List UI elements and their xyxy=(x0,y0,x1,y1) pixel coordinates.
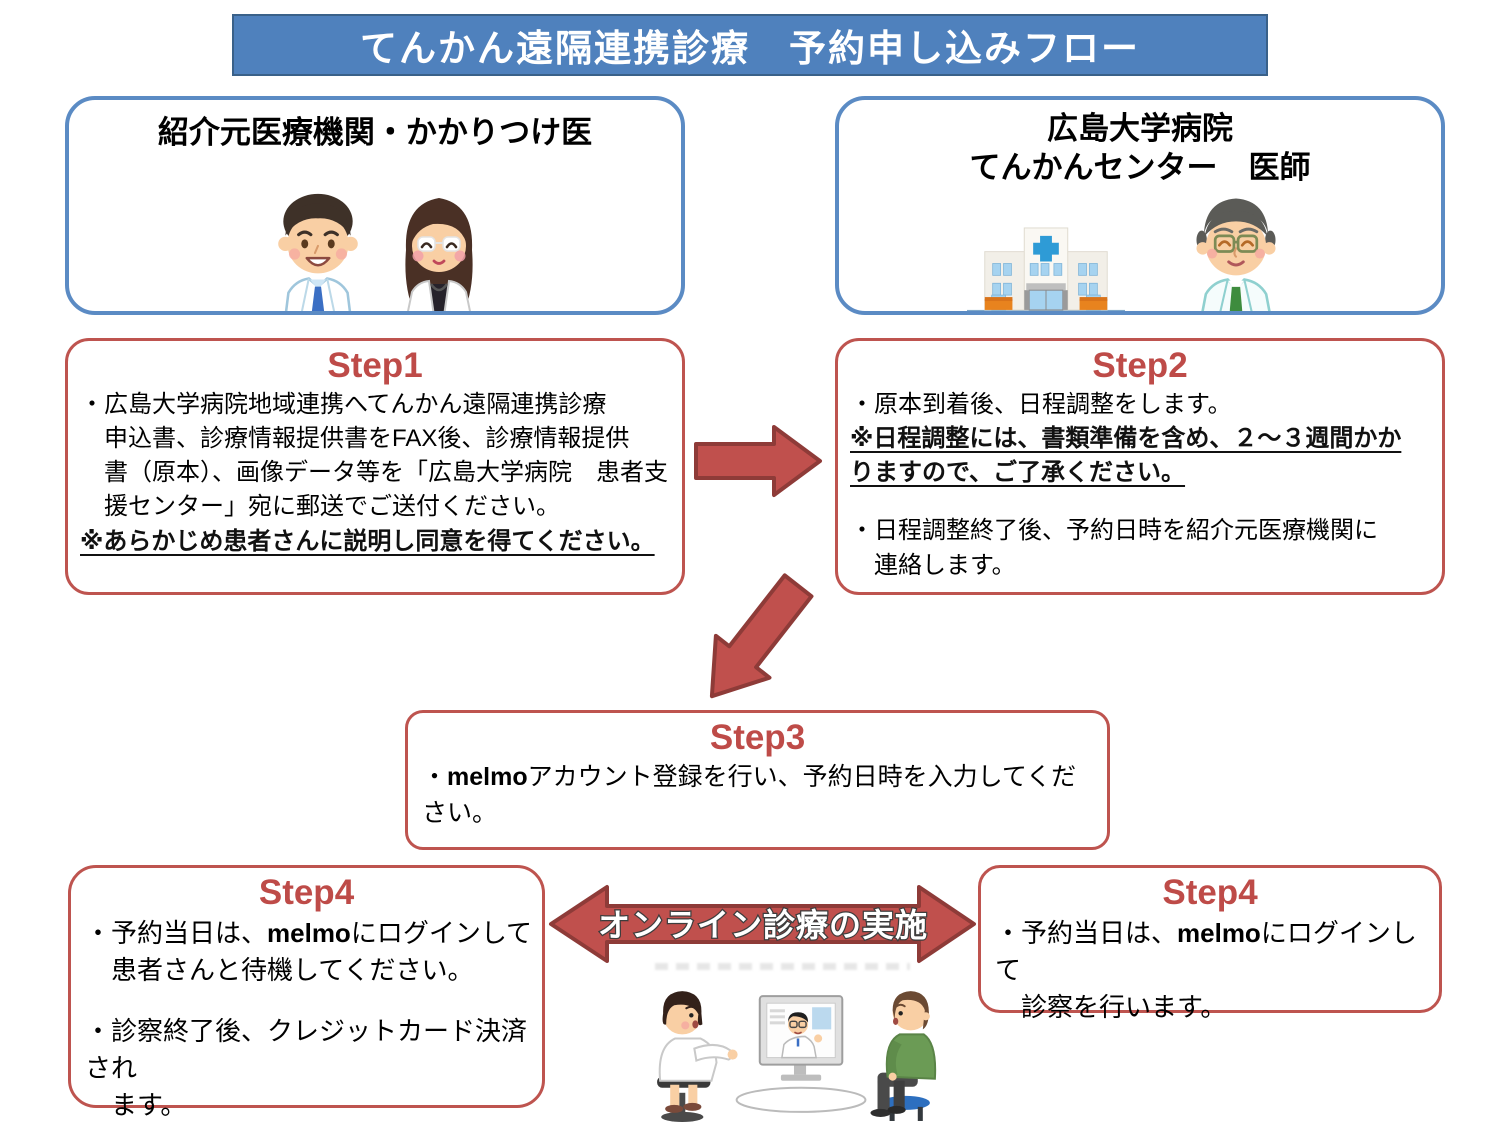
step2-line1: ・原本到着後、日程調整をします。 xyxy=(850,391,1232,419)
hospital-building-icon xyxy=(967,227,1125,311)
male-doctor-icon xyxy=(278,193,358,311)
step4-left-title: Step4 xyxy=(258,873,355,912)
step3-bullet: ・ xyxy=(422,763,448,792)
step3-box: Step3 ・melmoアカウント登録を行い、予約日時を入力してください。 xyxy=(405,710,1110,850)
step4-left-p1: ・予約当日は、melmoにログインして 患者さんと待機してください。 xyxy=(71,913,542,989)
step3-melmo: melmo xyxy=(447,763,528,792)
online-consultation-icon xyxy=(657,991,937,1122)
step1-note: ※あらかじめ患者さんに説明し同意を得てください。 xyxy=(80,527,655,555)
arrow-right-icon xyxy=(694,425,822,497)
senior-doctor-icon xyxy=(1196,198,1276,311)
online-consult-double-arrow: オンライン診療の実施 xyxy=(549,885,976,963)
step3-rest: アカウント登録を行い、予約日時を入力してください。 xyxy=(422,763,1077,827)
step4-left-box: Step4 ・予約当日は、melmoにログインして 患者さんと待機してください。… xyxy=(68,865,545,1120)
step2-title: Step2 xyxy=(1092,346,1188,385)
online-consult-label: オンライン診療の実施 xyxy=(598,907,928,943)
step4-right-title: Step4 xyxy=(1162,873,1258,912)
step4-right-p1: ・予約当日は、melmoにログインして 診察を行います。 xyxy=(981,913,1439,1026)
step4-left-melmo: melmo xyxy=(267,918,351,949)
hospital-label-line2: てんかんセンター 医師 xyxy=(969,149,1311,185)
step4-right-box: Step4 ・予約当日は、melmoにログインして 診察を行います。 xyxy=(978,865,1442,1022)
step1-box: Step1 ・広島大学病院地域連携へてんかん遠隔連携診療 申込書、診療情報提供書… xyxy=(65,338,685,595)
step4-left-p1-pre: ・予約当日は、 xyxy=(85,918,268,949)
referrer-box: 紹介元医療機関・かかりつけ医 xyxy=(65,96,685,315)
step4-right-melmo: melmo xyxy=(1177,918,1261,949)
step2-line2: ・日程調整終了後、予約日時を紹介元医療機関に 連絡します。 xyxy=(850,517,1378,579)
step4-left-p1-post: にログインして 患者さんと待機してください。 xyxy=(111,918,533,986)
hospital-label-line1: 広島大学病院 xyxy=(1047,111,1233,146)
step1-body: ・広島大学病院地域連携へてんかん遠隔連携診療 申込書、診療情報提供書をFAX後、… xyxy=(80,391,668,521)
step2-note: ※日程調整には、書類準備を含め、２～３週間かか りますので、ご了承ください。 xyxy=(850,425,1402,487)
hospital-box: 広島大学病院 てんかんセンター 医師 xyxy=(835,96,1445,315)
page-title: てんかん遠隔連携診療 予約申し込みフロー xyxy=(360,28,1140,69)
referrer-label: 紹介元医療機関・かかりつけ医 xyxy=(157,115,593,150)
step4-right-p1-pre: ・予約当日は、 xyxy=(995,918,1178,949)
step1-title: Step1 xyxy=(327,346,423,385)
step3-body: ・melmoアカウント登録を行い、予約日時を入力してください。 xyxy=(408,758,1107,831)
spacer xyxy=(838,490,1442,512)
step4-right-p1-post: にログインして 診察を行います。 xyxy=(995,918,1417,1023)
arrow-down-left-icon xyxy=(677,557,834,726)
illustration-watermark xyxy=(655,963,910,970)
female-doctor-icon xyxy=(405,198,473,311)
step2-box: Step2 ・原本到着後、日程調整をします。 ※日程調整には、書類準備を含め、２… xyxy=(835,338,1445,595)
spacer xyxy=(71,989,542,1011)
step4-left-p2: ・診察終了後、クレジットカード決済され ます。 xyxy=(85,1016,528,1120)
step3-title: Step3 xyxy=(709,718,806,757)
title-banner: てんかん遠隔連携診療 予約申し込みフロー xyxy=(232,14,1268,76)
